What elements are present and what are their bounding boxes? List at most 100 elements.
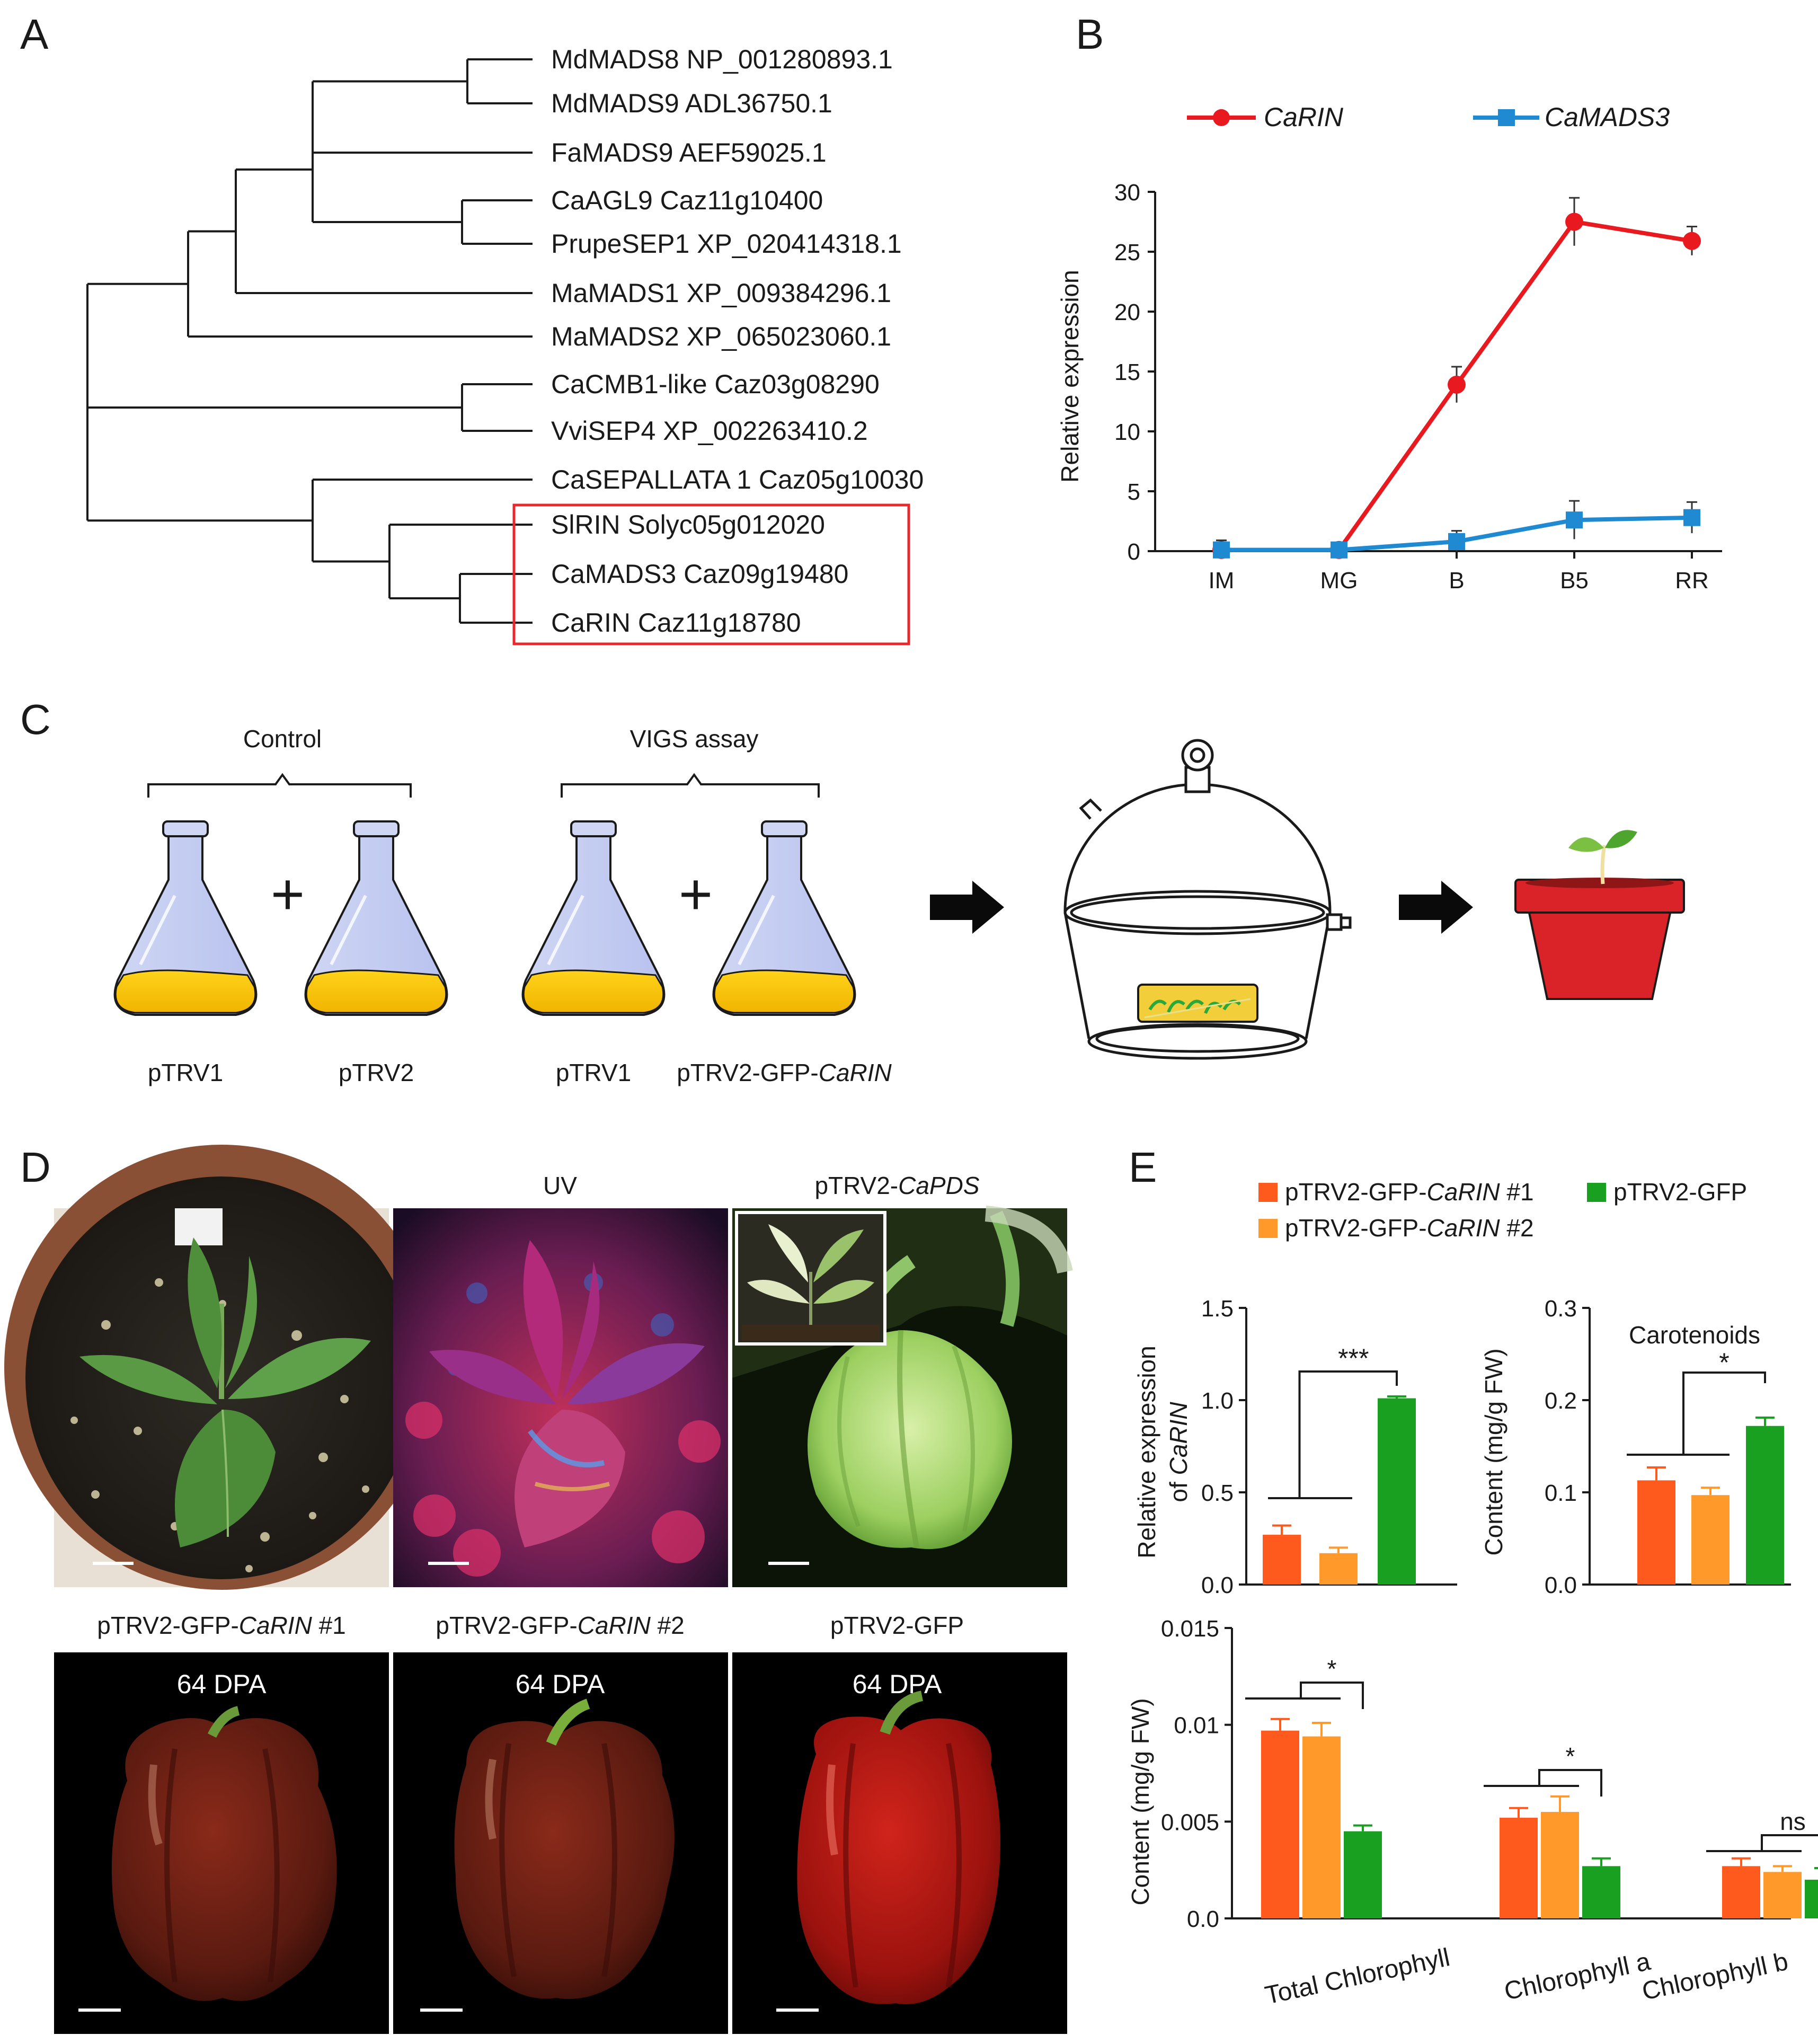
tree-leaf-label: CaMADS3 Caz09g19480 [551,559,848,589]
bar [1378,1398,1416,1585]
dpa-label-3: 64 DPA [853,1669,942,1699]
y-tick-label: 1.0 [1201,1388,1234,1414]
label-control: Control [243,725,322,753]
tree-leaf-label: CaRIN Caz11g18780 [551,608,801,638]
bar [1500,1818,1538,1918]
data-point [1683,232,1701,250]
flask-rim [570,820,617,837]
panel-label-c: C [20,696,51,743]
legend-swatch-3 [1587,1183,1606,1202]
flask-glass [521,834,666,1016]
phylogenetic-tree [86,58,533,624]
x-tick-label: B5 [1560,568,1589,594]
y-tick-label: 0.015 [1161,1616,1219,1642]
bar [1302,1736,1341,1918]
bar [1691,1495,1730,1585]
flask-glass [304,834,448,1016]
photo-fruit-gfp: 64 DPA [732,1652,1067,2034]
y-tick-label: 0.1 [1545,1480,1577,1506]
ylabel-b: Relative expression [1056,270,1084,482]
y-tick-label: 30 [1114,180,1140,206]
y-tick-label: 5 [1128,479,1140,505]
sig-bracket [1682,1371,1766,1455]
flask-icon [712,820,856,1016]
bar-chart-carotenoids: 0.00.10.20.3* [1545,1296,1791,1598]
bar [1344,1831,1382,1918]
dpa-label-1: 64 DPA [177,1669,267,1699]
flask-rim [353,820,400,837]
plus-sign-1: + [271,862,305,927]
bar [1746,1426,1784,1585]
data-point [1566,511,1583,529]
plus-sign-2: + [679,862,713,927]
x-category-label: Total Chlorophyll [1263,1943,1452,2010]
x-tick-label: RR [1675,568,1709,594]
flask-label-4: pTRV2-GFP-CaRIN [677,1059,892,1086]
flask-label-1: pTRV1 [148,1059,223,1086]
flask-liquid [713,969,855,1014]
bracket-vigs [561,773,820,798]
y-tick-label: 20 [1114,299,1140,325]
y-tick-label: 0.5 [1201,1480,1234,1506]
flask-rim [162,820,209,837]
panel-label-b: B [1076,11,1104,58]
data-point [1565,213,1583,231]
photo-label-gfp: pTRV2-GFP [830,1612,964,1639]
bar-chart-carin-expression: 0.00.51.01.5*** [1201,1296,1457,1598]
y-tick-label: 1.5 [1201,1296,1234,1322]
legend-label-1: pTRV2-GFP-CaRIN #1 [1285,1178,1534,1206]
legend-label-2: pTRV2-GFP-CaRIN #2 [1285,1214,1534,1242]
data-point [1448,533,1465,550]
y-tick-label: 0.2 [1545,1388,1577,1414]
y-tick-label: 25 [1114,240,1140,266]
flask-glass [712,834,856,1016]
tree-leaf-label: CaSEPALLATA 1 Caz05g10030 [551,465,924,494]
y-tick-label: 0.0 [1201,1572,1234,1598]
tree-leaf-label: CaCMB1-like Caz03g08290 [551,369,880,399]
y-tick-label: 0.01 [1174,1713,1219,1739]
significance-label: ns [1780,1808,1806,1835]
tree-leaf-label: MdMADS8 NP_001280893.1 [551,45,893,74]
flask-liquid [305,969,447,1014]
sig-bracket [1300,1682,1364,1709]
significance-label: * [1566,1742,1575,1770]
label-vigs-assay: VIGS assay [630,725,759,753]
bracket-control [147,773,412,798]
significance-label: * [1719,1348,1729,1377]
tree-leaf-label: MaMADS1 XP_009384296.1 [551,278,891,308]
flask-highlight [330,895,367,966]
panel-label-a: A [20,11,49,58]
bar [1261,1730,1299,1918]
photo-label-carin2: pTRV2-GFP-CaRIN #2 [436,1612,685,1639]
bar [1763,1872,1802,1918]
y-tick-label: 0 [1128,539,1140,565]
tree-leaf-label: MaMADS2 XP_065023060.1 [551,322,891,351]
flask-highlight [139,895,176,966]
flasks [113,820,856,1016]
legend-e: pTRV2-GFP-CaRIN #1 pTRV2-GFP pTRV2-GFP-C… [1258,1178,1747,1242]
tree-leaf-label: FaMADS9 AEF59025.1 [551,138,827,167]
legend-marker-camads3 [1498,109,1515,126]
photo-label-carin1: pTRV2-GFP-CaRIN #1 [97,1612,346,1639]
ylabel-e3: Content (mg/g FW) [1127,1698,1154,1905]
bar [1805,1879,1818,1918]
x-category-label: Chlorophyll a [1502,1948,1653,2006]
sig-bracket [1298,1370,1398,1498]
flask-highlight [738,895,775,966]
legend-label-camads3: CaMADS3 [1545,102,1670,132]
arrow-icon-2 [1399,881,1473,934]
legend-label-3: pTRV2-GFP [1613,1178,1747,1206]
photo-label-uv: UV [543,1172,577,1199]
sig-bracket [1538,1769,1602,1797]
bar [1319,1553,1358,1585]
panel-label-d: D [20,1144,51,1191]
photo-wl-plant [4,1145,439,1590]
ylabel-e1-line1: Relative expression [1133,1346,1160,1558]
y-tick-label: 0.005 [1161,1809,1219,1835]
x-tick-label: B [1449,568,1464,594]
y-tick-label: 0.0 [1545,1572,1577,1598]
